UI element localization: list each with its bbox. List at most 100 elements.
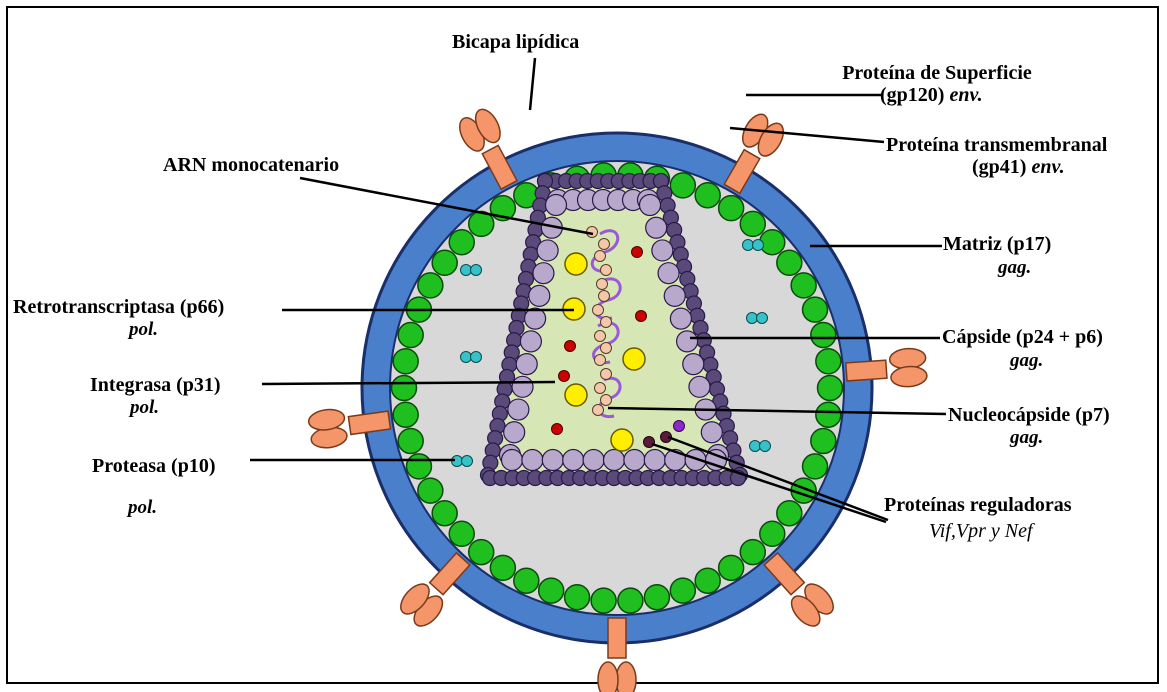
nucleocapsid-protein: [595, 355, 606, 366]
matrix-protein: [469, 540, 494, 565]
label-transmembranal-2: (gp41) env.: [972, 156, 1065, 178]
matrix-protein: [393, 349, 418, 374]
nucleocapsid-protein: [597, 279, 608, 290]
capsid-protein: [512, 376, 533, 397]
capsid-protein: [658, 263, 679, 284]
matrix-protein: [803, 454, 828, 479]
integrase: [632, 247, 643, 258]
regulatory-protein: [674, 421, 685, 432]
matrix-protein: [432, 250, 457, 275]
matrix-protein: [490, 555, 515, 580]
matrix-protein: [398, 428, 423, 453]
label-reguladoras-genes: Vif,Vpr y Nef: [929, 520, 1033, 542]
matrix-protein: [418, 478, 443, 503]
protease-molecule: [753, 240, 764, 251]
capsid-protein: [646, 217, 667, 238]
matrix-protein: [670, 578, 695, 603]
capsid-protein: [508, 399, 529, 420]
gp41-stalk: [608, 618, 626, 658]
matrix-protein: [591, 588, 616, 613]
capsid-protein: [683, 354, 704, 375]
matrix-protein: [393, 402, 418, 427]
capsid-protein: [677, 331, 698, 352]
label-integrasa-gene: pol.: [130, 397, 159, 418]
matrix-protein: [803, 297, 828, 322]
capsid-protein: [583, 450, 604, 471]
label-matriz-gene: gag.: [998, 257, 1031, 278]
nucleocapsid-protein: [595, 383, 606, 394]
capsid-protein: [624, 450, 645, 471]
capsid-protein: [604, 450, 625, 471]
capsid-protein: [525, 308, 546, 329]
capsid-protein: [537, 240, 558, 261]
matrix-protein: [514, 568, 539, 593]
protease-molecule: [471, 352, 482, 363]
matrix-protein: [818, 376, 843, 401]
capsid-protein: [652, 240, 673, 261]
matrix-protein: [392, 376, 417, 401]
capsid-protein: [533, 263, 554, 284]
label-retrotranscriptasa: Retrotranscriptasa (p66): [13, 296, 224, 318]
retrotranscriptase: [565, 253, 587, 275]
label-integrasa: Integrasa (p31): [90, 374, 221, 396]
matrix-protein: [777, 501, 802, 526]
protease-molecule: [461, 352, 472, 363]
protease-molecule: [760, 441, 771, 452]
label-retrotranscriptasa-gene: pol.: [129, 319, 158, 340]
capsid-protein: [520, 331, 541, 352]
matrix-protein: [719, 196, 744, 221]
integrase: [559, 371, 570, 382]
matrix-protein: [760, 230, 785, 255]
leader-line: [530, 58, 535, 110]
capsid-protein: [504, 422, 525, 443]
matrix-protein: [816, 402, 841, 427]
capsid-protein: [522, 450, 543, 471]
capsid-protein: [640, 195, 661, 216]
matrix-protein: [539, 578, 564, 603]
matrix-protein: [740, 540, 765, 565]
matrix-protein: [740, 211, 765, 236]
capsid-protein: [689, 376, 710, 397]
label-capside-gene: gag.: [1010, 350, 1043, 371]
protease-molecule: [757, 313, 768, 324]
capsid-protein: [701, 422, 722, 443]
nucleocapsid-protein: [601, 369, 612, 380]
matrix-protein: [811, 323, 836, 348]
matrix-protein: [644, 585, 669, 610]
matrix-protein: [816, 349, 841, 374]
matrix-protein: [695, 568, 720, 593]
matrix-protein: [618, 588, 643, 613]
transmembranal-protein: (gp41): [972, 156, 1026, 178]
superficie-protein: (gp120): [880, 84, 944, 106]
capsid-protein: [644, 450, 665, 471]
retrotranscriptase: [611, 429, 633, 451]
label-superficie-2: (gp120) env.: [880, 84, 983, 106]
integrase: [565, 341, 576, 352]
matrix-protein: [565, 585, 590, 610]
capsid-protein: [546, 195, 567, 216]
matrix-protein: [670, 173, 695, 198]
protease-molecule: [461, 265, 472, 276]
matrix-protein: [406, 454, 431, 479]
integrase: [552, 424, 563, 435]
retrotranscriptase: [565, 384, 587, 406]
integrase: [636, 311, 647, 322]
nucleocapsid-protein: [601, 343, 612, 354]
gp120-lobe: [616, 662, 636, 692]
transmembranal-gene: env.: [1031, 156, 1064, 178]
label-proteasa-gene: pol.: [128, 497, 157, 518]
superficie-gene: env.: [949, 84, 982, 106]
protease-molecule: [743, 240, 754, 251]
matrix-protein: [449, 230, 474, 255]
matrix-protein: [418, 273, 443, 298]
protease-molecule: [750, 441, 761, 452]
regulatory-protein: [644, 437, 655, 448]
protease-molecule: [462, 456, 473, 467]
matrix-protein: [695, 183, 720, 208]
label-reguladoras: Proteínas reguladoras: [884, 494, 1072, 516]
protease-molecule: [471, 265, 482, 276]
capsid-protein: [670, 308, 691, 329]
nucleocapsid-protein: [593, 305, 604, 316]
capsid-protein: [502, 450, 523, 471]
